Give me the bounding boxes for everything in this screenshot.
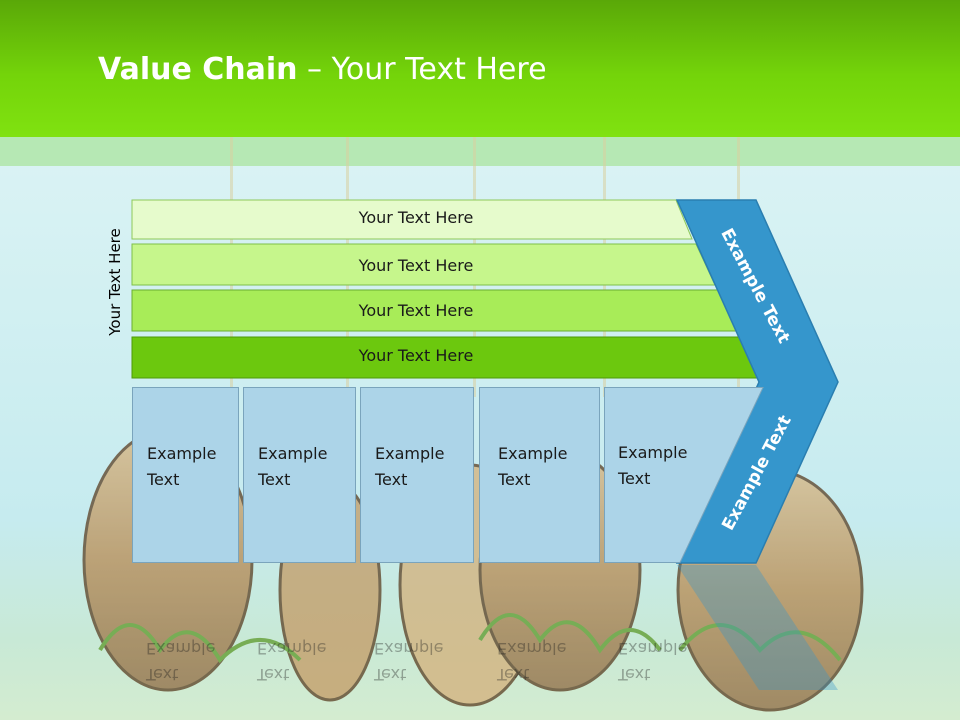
value-chain-arrow [675, 199, 839, 564]
last-box-shape [604, 387, 764, 563]
support-bar-1-label: Your Text Here [358, 208, 474, 227]
box-line-1: Example [618, 443, 688, 462]
header-band [0, 137, 960, 166]
support-bar-4-label: Your Text Here [358, 346, 474, 365]
box-line-1: Example [258, 444, 328, 463]
box-line-1: Example [498, 444, 568, 463]
title-bold: Value Chain [98, 52, 298, 87]
title-rest: – Your Text Here [297, 52, 547, 87]
support-bar-1 [131, 199, 693, 240]
box-line-2: Text [375, 470, 408, 489]
slide-title: Value Chain – Your Text Here [98, 52, 547, 96]
support-bar-2-label: Your Text Here [358, 256, 474, 275]
header-banner [0, 0, 960, 137]
box-line-2: Text [498, 470, 531, 489]
box-line-1: Example [147, 444, 217, 463]
arrow-reflection [677, 565, 838, 690]
box-line-2: Text [258, 470, 291, 489]
box-line-2: Text [618, 469, 651, 488]
support-bar-3-label: Your Text Here [358, 301, 474, 320]
box-line-2: Text [147, 470, 180, 489]
box-line-1: Example [375, 444, 445, 463]
